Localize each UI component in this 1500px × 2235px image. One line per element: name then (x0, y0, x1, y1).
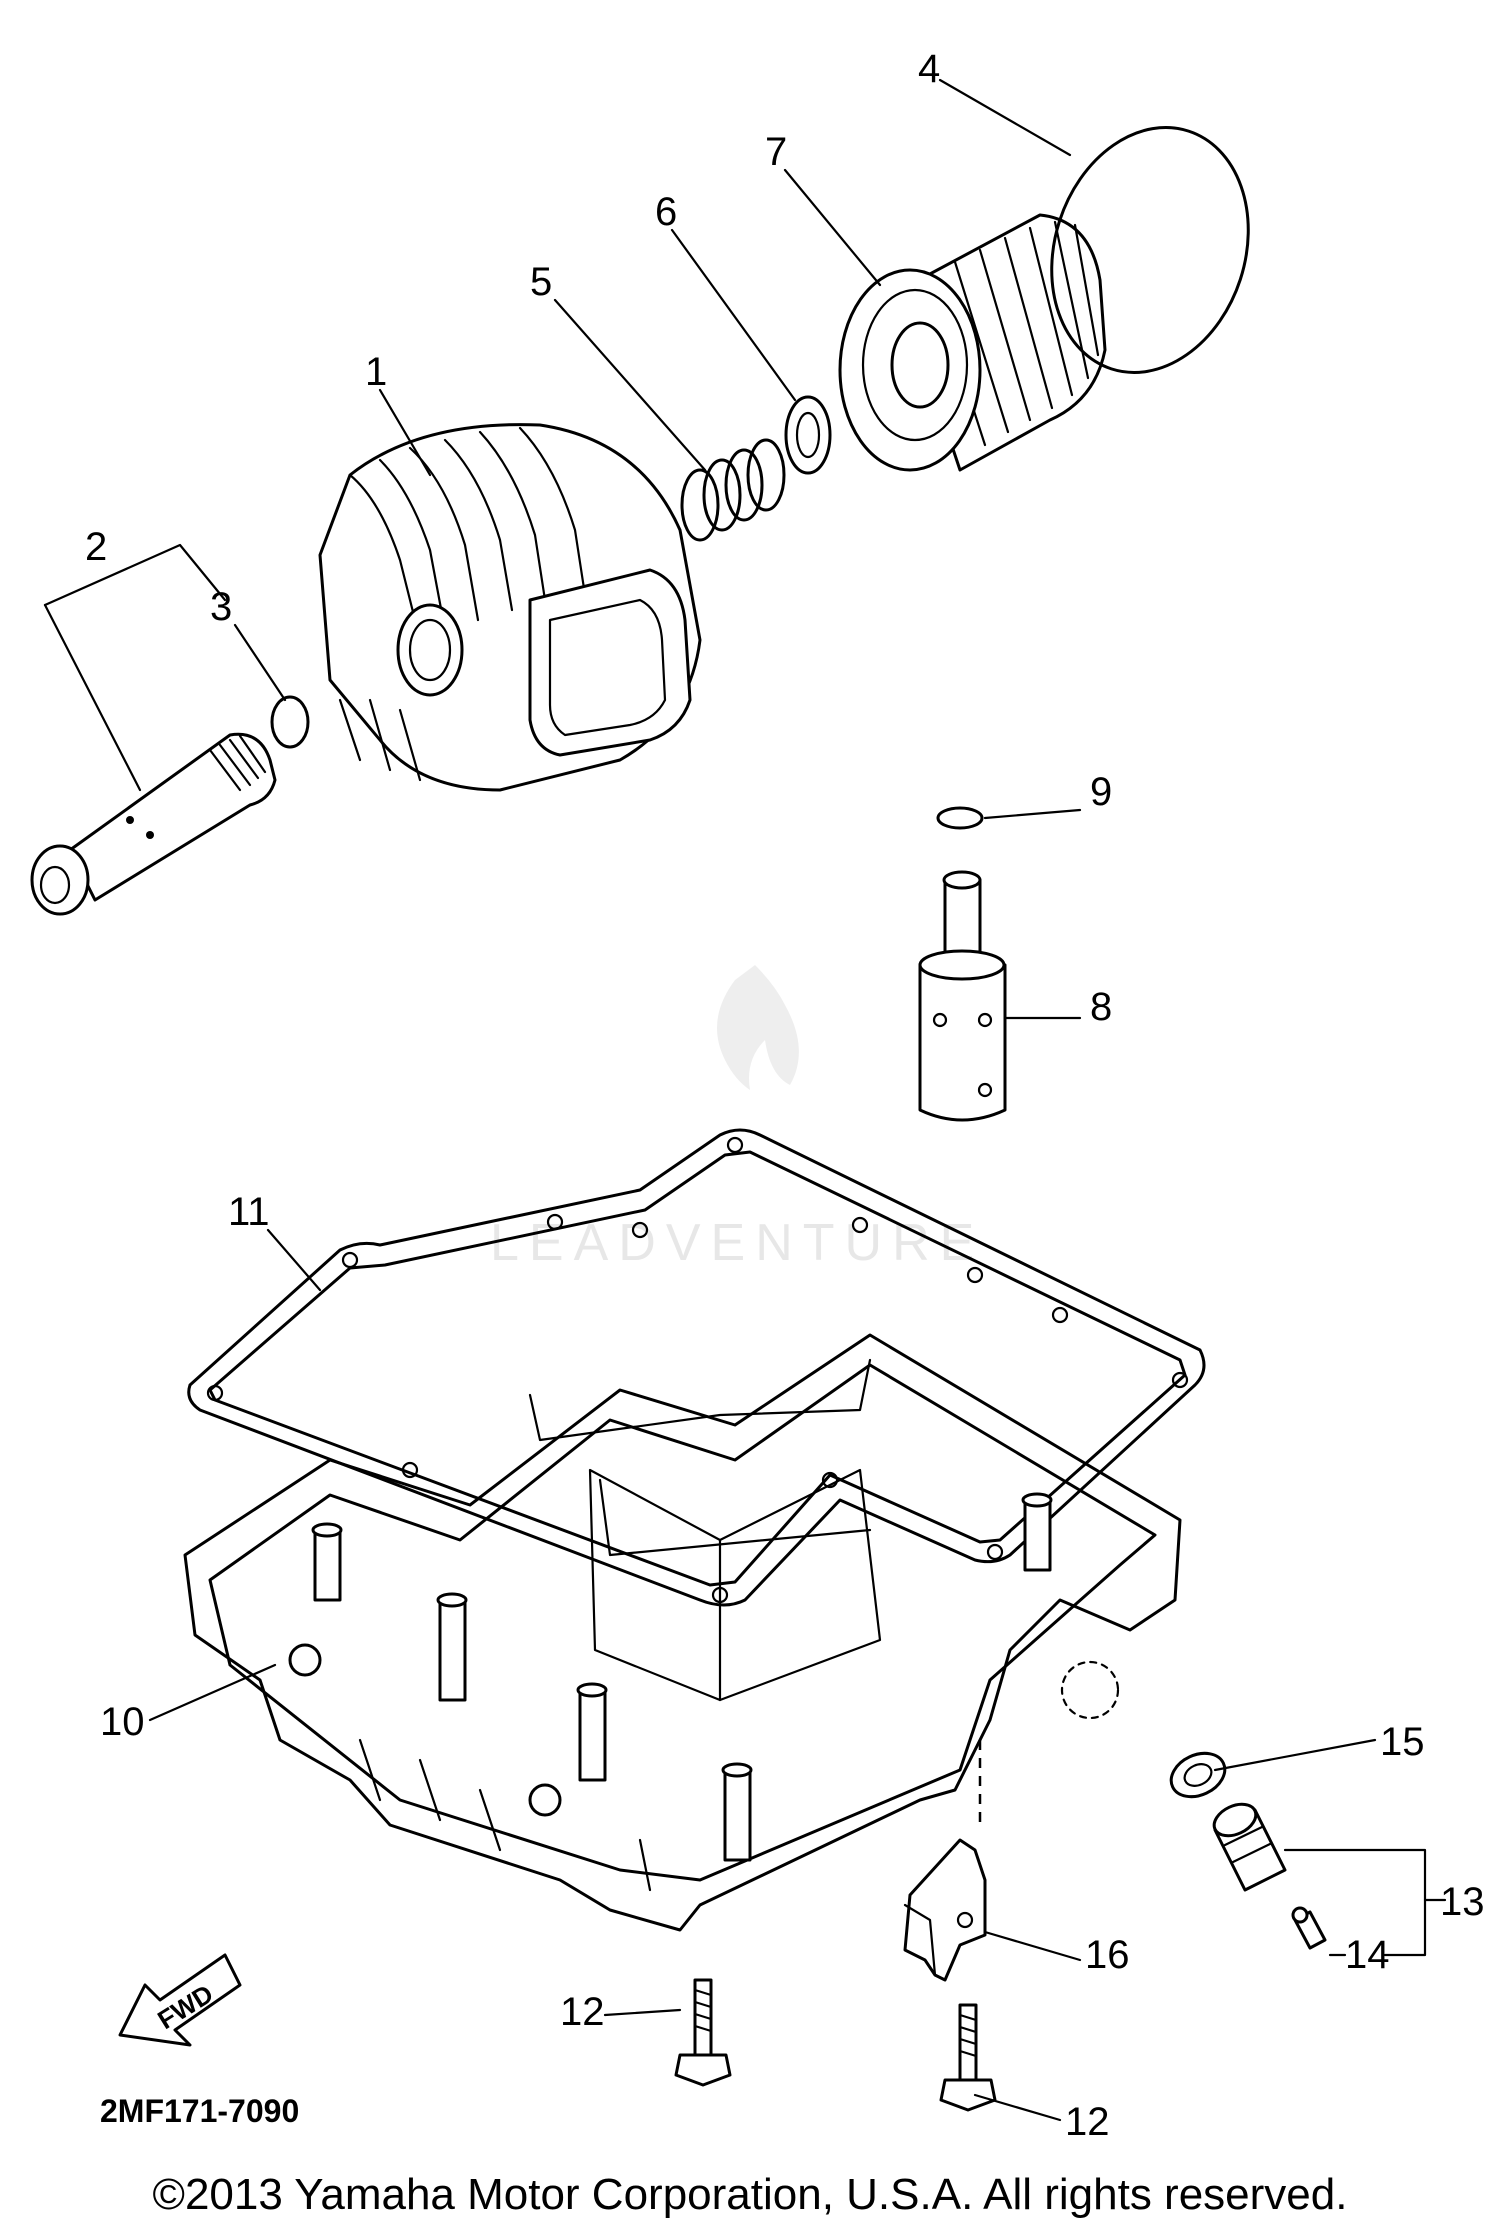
gasket-part-11 (187, 1128, 1206, 1607)
oil-filter-cover-part-1 (318, 423, 702, 792)
o-ring-part-4 (1050, 126, 1250, 374)
bracket-part-16 (903, 1838, 987, 1982)
callout-3: 3 (210, 585, 232, 629)
callout-9: 9 (1090, 770, 1112, 814)
callout-16: 16 (1085, 1933, 1130, 1977)
watermark: LEADVENTURE (490, 965, 984, 1272)
callout-5: 5 (530, 260, 552, 304)
callout-13: 13 (1440, 1880, 1485, 1924)
gasket-washer-part-15 (1169, 1751, 1227, 1799)
washer-part-6 (784, 395, 832, 475)
callout-15: 15 (1380, 1720, 1425, 1764)
callout-8: 8 (1090, 985, 1112, 1029)
oil-pan-part-10 (183, 1333, 1182, 1932)
copyright-notice: ©2013 Yamaha Motor Corporation, U.S.A. A… (152, 2170, 1348, 2219)
forward-arrow-icon: FWD (118, 1953, 242, 2047)
o-ring-part-9 (936, 806, 984, 830)
leader-lines (43, 78, 1447, 2122)
diagram-code: 2MF171-7090 (100, 2093, 299, 2129)
relief-valve-part-8 (918, 870, 1007, 1122)
bolt-part-12-a (674, 1978, 732, 2087)
oil-filter-element-part-7 (838, 213, 1107, 472)
watermark-text: LEADVENTURE (490, 1214, 984, 1272)
callout-labels: 1 2 3 4 5 6 7 8 9 10 11 12 12 13 14 15 1… (85, 47, 1485, 2144)
callout-6: 6 (655, 190, 677, 234)
callout-11: 11 (228, 1190, 270, 1234)
callout-10: 10 (100, 1700, 145, 1744)
callout-7: 7 (765, 130, 787, 174)
callout-14: 14 (1345, 1933, 1390, 1977)
drain-plug-part-13 (1212, 1802, 1287, 1892)
screw-part-14 (1291, 1906, 1327, 1950)
callout-2: 2 (85, 525, 107, 569)
union-bolt-part-2 (30, 732, 277, 916)
callout-1: 1 (365, 350, 387, 394)
callout-4: 4 (918, 47, 940, 91)
callout-12-a: 12 (560, 1990, 605, 2034)
spring-part-5 (680, 438, 786, 542)
o-ring-part-3 (270, 695, 310, 749)
callout-12-b: 12 (1065, 2100, 1110, 2144)
bolt-part-12-b (939, 2003, 997, 2112)
